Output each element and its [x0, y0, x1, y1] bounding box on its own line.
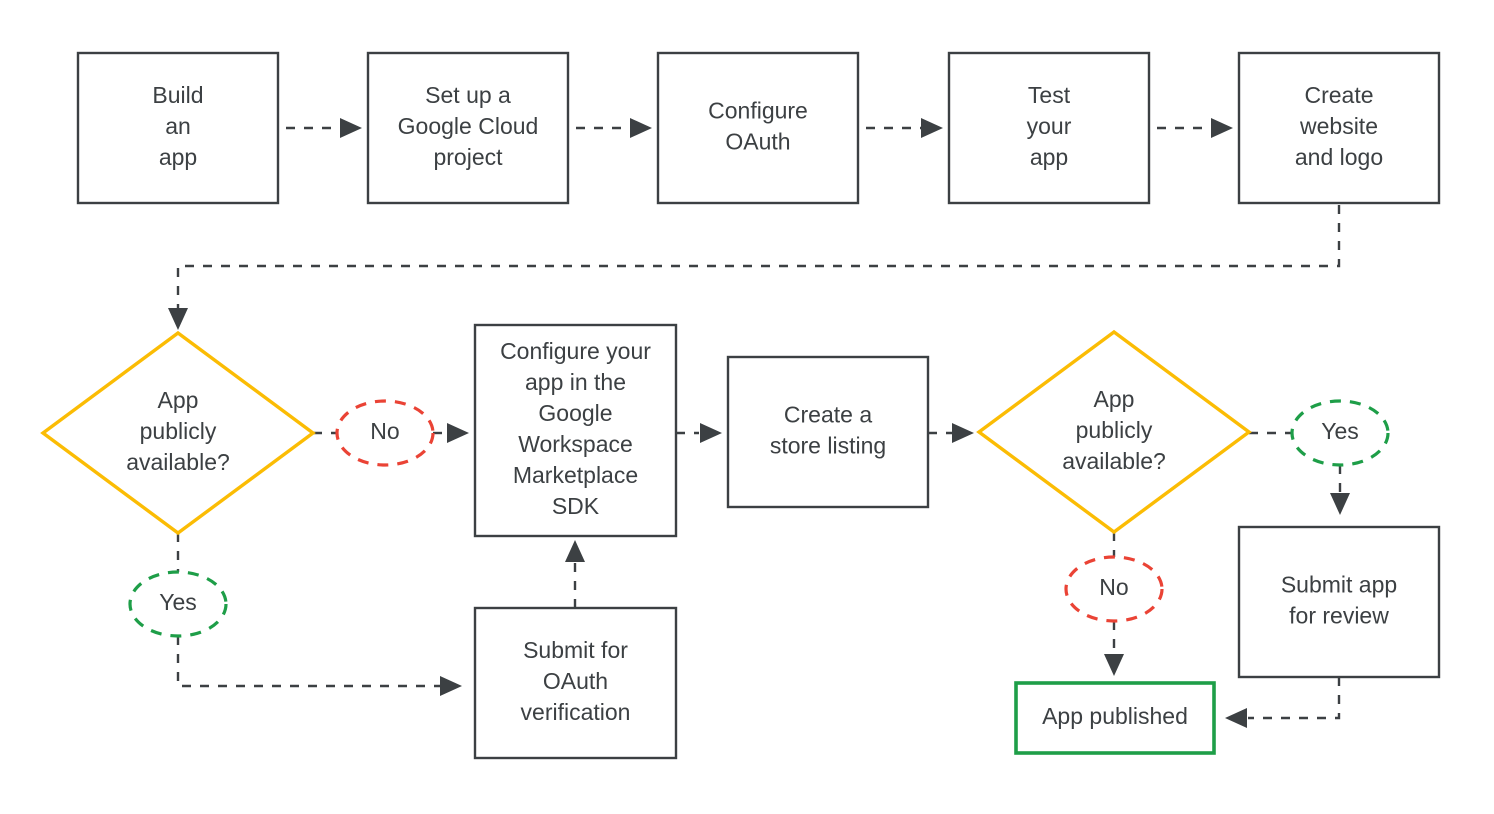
arrow-head-icon: [1330, 493, 1350, 515]
node-app-published[interactable]: App published: [1014, 681, 1216, 755]
edge-label-ellipse-no: [1064, 555, 1164, 623]
arrow-head-icon: [565, 540, 585, 562]
connector-setup-to-oauth: [576, 118, 652, 138]
arrow-head-icon: [440, 676, 462, 696]
process-box-shape: [726, 355, 930, 509]
connector-website-to-decision-left: [168, 205, 1341, 330]
process-box-shape: [366, 51, 570, 205]
connector-no-to-sdk: [433, 423, 469, 443]
edge-label-no-right: No: [1064, 555, 1164, 623]
edge-label-text-yes-left: Yes: [159, 589, 197, 615]
connector-test-to-website: [1157, 118, 1233, 138]
arrow-head-icon: [921, 118, 943, 138]
decision-diamond-shape: [40, 330, 316, 536]
arrow-head-icon: [700, 423, 722, 443]
process-box-shape: [1237, 525, 1441, 679]
edge-label-text-yes-right: Yes: [1321, 418, 1359, 444]
connectors-layer: [168, 118, 1350, 728]
arrow-head-icon: [630, 118, 652, 138]
connector-yes-to-oauth-verification: [176, 636, 462, 696]
process-box-shape: [473, 323, 678, 538]
process-box-shape: [1237, 51, 1441, 205]
process-box-shape: [76, 51, 280, 205]
connector-yes-to-submit-review: [1330, 465, 1350, 515]
arrow-head-icon: [952, 423, 974, 443]
arrow-head-icon: [1225, 708, 1247, 728]
process-box-shape: [473, 606, 678, 760]
arrow-head-icon: [447, 423, 469, 443]
terminal-box-shape: [1014, 681, 1216, 755]
arrow-head-icon: [340, 118, 362, 138]
node-label-app-published: App published: [1042, 703, 1188, 729]
edge-label-ellipse-yes: [1290, 399, 1390, 467]
arrow-head-icon: [1211, 118, 1233, 138]
edge-label-yes-right: Yes: [1290, 399, 1390, 467]
process-box-shape: [947, 51, 1151, 205]
edge-label-text-no-left: No: [370, 418, 399, 444]
arrow-head-icon: [168, 308, 188, 330]
connector-oauth-verification-to-sdk: [565, 540, 585, 608]
edge-label-no-left: No: [335, 399, 435, 467]
connector-oauth-to-test: [866, 118, 943, 138]
process-box-shape: [656, 51, 860, 205]
connector-build-to-setup: [286, 118, 362, 138]
connector-no-to-app-published: [1104, 621, 1124, 676]
edge-label-ellipse-no: [335, 399, 435, 467]
decision-diamond-shape: [976, 329, 1252, 535]
connector-sdk-to-store-listing: [676, 423, 722, 443]
edge-label-yes-left: Yes: [128, 570, 228, 638]
edge-label-ellipse-yes: [128, 570, 228, 638]
connector-store-listing-to-decision: [928, 423, 974, 443]
arrow-head-icon: [1104, 654, 1124, 676]
edge-label-text-no-right: No: [1099, 574, 1128, 600]
connector-submit-review-to-published: [1225, 677, 1341, 728]
